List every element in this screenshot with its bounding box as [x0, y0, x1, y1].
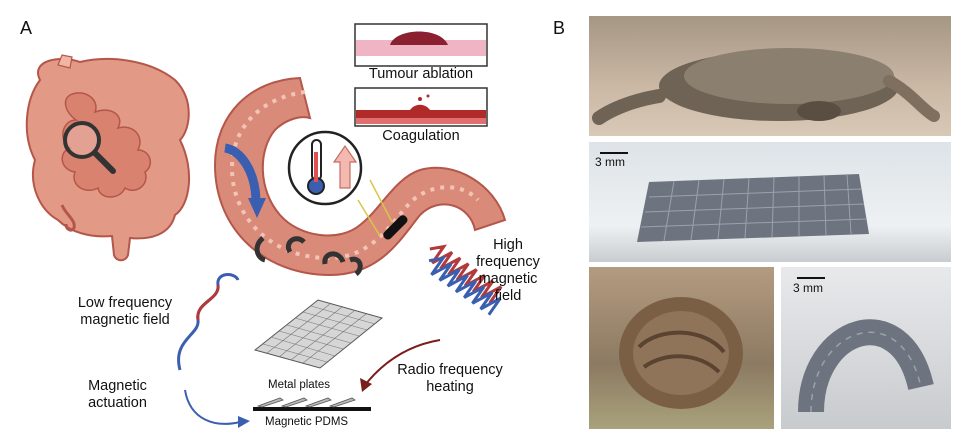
intestine-segment [213, 76, 507, 277]
high-frequency-coil-icon [428, 244, 503, 316]
tumour-box-icon [354, 23, 488, 67]
panel-a-illustration [25, 23, 507, 428]
panel-letter-b: B [553, 18, 566, 38]
magnetic-actuation-label: Magnetic actuation [88, 378, 147, 411]
scale-label-1: 3 mm [595, 155, 625, 169]
coagulation-box-icon [354, 87, 488, 127]
flat-scaled-sheet-photo [589, 142, 951, 262]
actuation-arrow-icon [184, 389, 250, 428]
coagulation-label: Coagulation [382, 128, 460, 144]
scale-bar-1 [600, 152, 628, 154]
low-frequency-label: Low frequency magnetic field [77, 295, 173, 328]
magnetic-pdms-label: Magnetic PDMS [265, 416, 349, 428]
metal-plates-label: Metal plates [268, 379, 331, 391]
tumour-ablation-label: Tumour ablation [368, 66, 474, 82]
high-frequency-label: High frequency magnetic field [476, 237, 540, 304]
pangolin-walking-photo [589, 16, 951, 136]
thermometer-inset [287, 130, 393, 237]
scale-label-2: 3 mm [793, 281, 823, 295]
low-frequency-wave-icon [177, 273, 240, 371]
pangolin-curled-photo [589, 267, 774, 429]
curved-scaled-sheet-photo [781, 267, 951, 429]
panel-letter-a: A [20, 18, 33, 38]
magnifier-icon [63, 121, 116, 174]
metal-plates-sheet-icon [253, 299, 384, 369]
layer-cross-section-icon [253, 397, 371, 411]
heating-arrow-icon [360, 339, 441, 392]
intestine-icon [25, 54, 191, 262]
rf-heating-label: Radio frequency heating [397, 362, 503, 395]
scale-bar-2 [797, 277, 825, 279]
